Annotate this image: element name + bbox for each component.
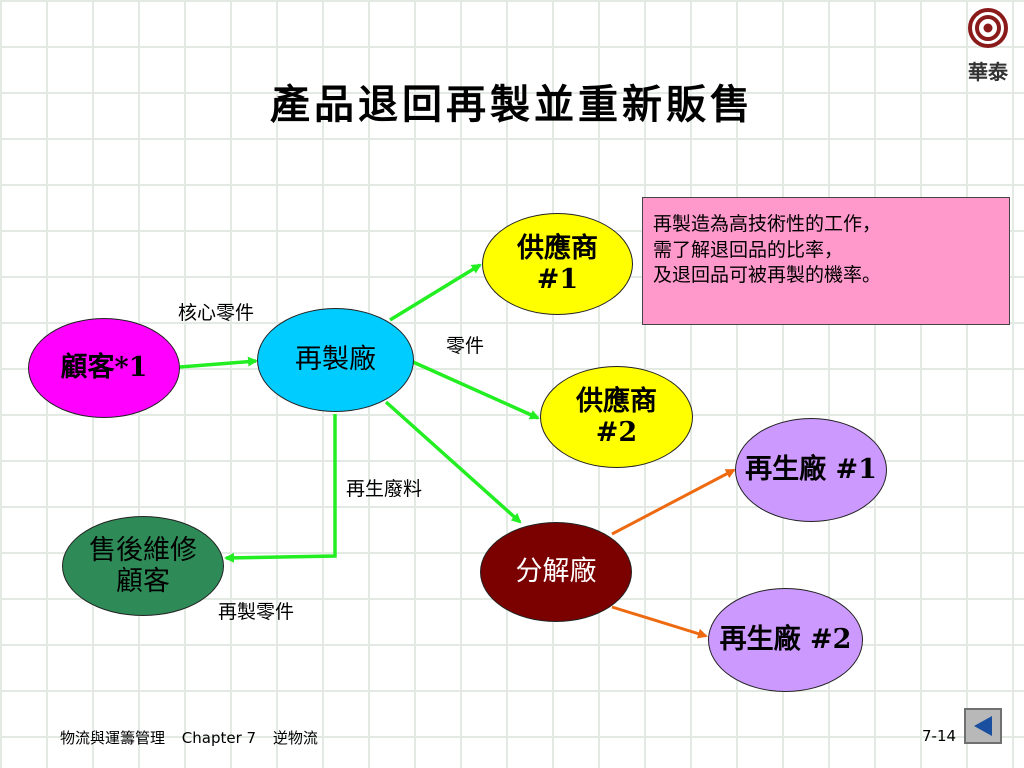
arrow-remanufacturer-to-supplier2 <box>412 360 540 420</box>
recycler2-node: 再生廠 #2 <box>708 588 863 692</box>
triangle-left-icon <box>974 716 992 736</box>
edge-label-core-parts: 核心零件 <box>178 302 255 324</box>
logo-text: 華泰 <box>968 60 1008 84</box>
arrow-dismantler-to-recycler1 <box>611 468 736 536</box>
publisher-logo: 華泰 <box>958 8 1018 84</box>
edge-label-remanufactured-parts: 再製零件 <box>218 601 295 623</box>
supplier2-node: 供應商 #2 <box>540 366 693 468</box>
customer-label: 顧客*1 <box>60 352 148 384</box>
footer: 物流與運籌管理 Chapter 7 逆物流 <box>60 727 330 748</box>
recycler1-node: 再生廠 #1 <box>735 418 887 522</box>
supplier1-label-line1: 供應商 <box>517 232 598 264</box>
arrow-remanufacturer-to-dismantler <box>384 400 522 524</box>
customer-node: 顧客*1 <box>28 318 180 418</box>
edge-label-parts: 零件 <box>446 335 485 357</box>
arrow-remanufacturer-to-supplier1 <box>389 263 482 322</box>
footer-topic: 逆物流 <box>272 729 318 747</box>
aftersales-label-line2: 顧客 <box>116 566 170 597</box>
note-line-2: 需了解退回品的比率， <box>653 238 844 261</box>
page-title: 產品退回再製並重新販售 <box>270 81 754 128</box>
dismantler-label: 分解廠 <box>515 556 597 588</box>
note-line-1: 再製造為高技術性的工作， <box>653 213 882 235</box>
edge-label-recycled-waste: 再生廢料 <box>346 478 423 500</box>
arrow-dismantler-to-recycler2 <box>611 605 708 639</box>
note-box: 再製造為高技術性的工作， 需了解退回品的比率， 及退回品可被再製的機率。 <box>642 197 1010 325</box>
remanufacturer-node: 再製廠 <box>257 308 414 412</box>
remanufacturer-label: 再製廠 <box>295 344 376 376</box>
recycler1-label: 再生廠 #1 <box>745 454 877 486</box>
arrow-remanufacturer-to-aftersales <box>224 414 337 563</box>
footer-course: 物流與運籌管理 <box>60 729 166 747</box>
previous-slide-button[interactable] <box>964 708 1002 744</box>
supplier1-label-line2: #1 <box>536 264 579 295</box>
dismantler-node: 分解廠 <box>480 522 632 622</box>
supplier1-node: 供應商 #1 <box>482 213 633 315</box>
page-number: 7-14 <box>922 727 957 745</box>
aftersales-label-line1: 售後維修 <box>89 534 197 566</box>
aftersales-customer-node: 售後維修 顧客 <box>62 516 224 616</box>
supplier2-label-line2: #2 <box>595 417 638 448</box>
footer-chapter: Chapter 7 <box>181 729 257 747</box>
logo-rings-icon <box>968 8 1008 48</box>
recycler2-label: 再生廠 #2 <box>719 624 852 656</box>
arrow-customer-to-remanufacturer <box>179 356 258 369</box>
note-line-3: 及退回品可被再製的機率。 <box>653 264 882 287</box>
supplier2-label-line1: 供應商 <box>576 385 657 417</box>
